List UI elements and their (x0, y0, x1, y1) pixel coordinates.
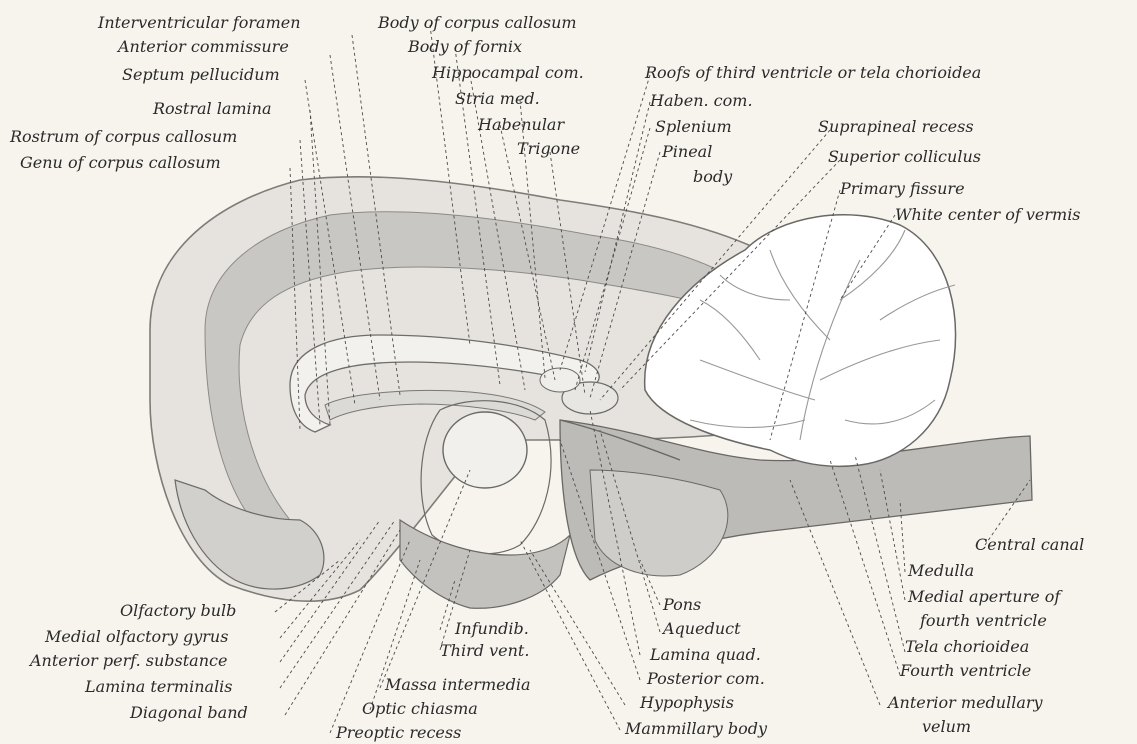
label-infundib: Infundib. (455, 620, 529, 638)
label-tela-chorioidea: Tela chorioidea (905, 638, 1029, 656)
label-lamina-quad: Lamina quad. (650, 646, 761, 664)
label-rostrum-of-corpus-callosum: Rostrum of corpus callosum (10, 128, 237, 146)
label-body-of-corpus-callosum: Body of corpus callosum (378, 14, 577, 32)
label-pineal-body-line2: body (693, 168, 732, 186)
label-anterior-commissure: Anterior commissure (118, 38, 289, 56)
label-anterior-medullary: Anterior medullary (888, 694, 1043, 712)
label-suprapineal-recess: Suprapineal recess (818, 118, 974, 136)
label-anterior-perf-substance: Anterior perf. substance (30, 652, 227, 670)
label-central-canal: Central canal (975, 536, 1084, 554)
label-fourth-ventricle-line2: fourth ventricle (920, 612, 1047, 630)
label-interventricular-foramen: Interventricular foramen (98, 14, 301, 32)
label-massa-intermedia: Massa intermedia (385, 676, 530, 694)
massa-intermedia (443, 412, 527, 488)
label-lamina-terminalis: Lamina terminalis (85, 678, 233, 696)
label-diagonal-band: Diagonal band (130, 704, 248, 722)
label-medial-olfactory-gyrus: Medial olfactory gyrus (45, 628, 228, 646)
label-roofs-of-third-ventricle: Roofs of third ventricle or tela chorioi… (645, 64, 981, 82)
label-haben-com: Haben. com. (650, 92, 753, 110)
label-habenular: Habenular (478, 116, 564, 134)
label-trigone: Trigone (517, 140, 580, 158)
label-rostral-lamina: Rostral lamina (153, 100, 272, 118)
label-splenium: Splenium (655, 118, 732, 136)
label-mammillary-body: Mammillary body (625, 720, 767, 738)
pons (590, 470, 728, 576)
label-velum: velum (922, 718, 971, 736)
label-septum-pellucidum: Septum pellucidum (122, 66, 280, 84)
label-preoptic-recess: Preoptic recess (336, 724, 461, 742)
label-stria-med: Stria med. (455, 90, 540, 108)
label-genu-of-corpus-callosum: Genu of corpus callosum (20, 154, 221, 172)
label-medial-aperture: Medial aperture of (908, 588, 1060, 606)
label-body-of-fornix: Body of fornix (408, 38, 522, 56)
label-white-center-of-vermis: White center of vermis (895, 206, 1081, 224)
label-superior-colliculus: Superior colliculus (828, 148, 981, 166)
pineal-body (540, 368, 580, 392)
label-primary-fissure: Primary fissure (840, 180, 965, 198)
label-fourth-ventricle: Fourth ventricle (900, 662, 1031, 680)
label-pons: Pons (663, 596, 701, 614)
label-olfactory-bulb: Olfactory bulb (120, 602, 236, 620)
label-hippocampal-com: Hippocampal com. (432, 64, 584, 82)
label-hypophysis: Hypophysis (640, 694, 734, 712)
label-pineal: Pineal (662, 143, 712, 161)
hypothalamus (400, 520, 570, 608)
label-posterior-com: Posterior com. (647, 670, 765, 688)
label-third-vent: Third vent. (440, 642, 529, 660)
label-aqueduct: Aqueduct (663, 620, 741, 638)
label-medulla: Medulla (908, 562, 974, 580)
label-optic-chiasma: Optic chiasma (362, 700, 478, 718)
